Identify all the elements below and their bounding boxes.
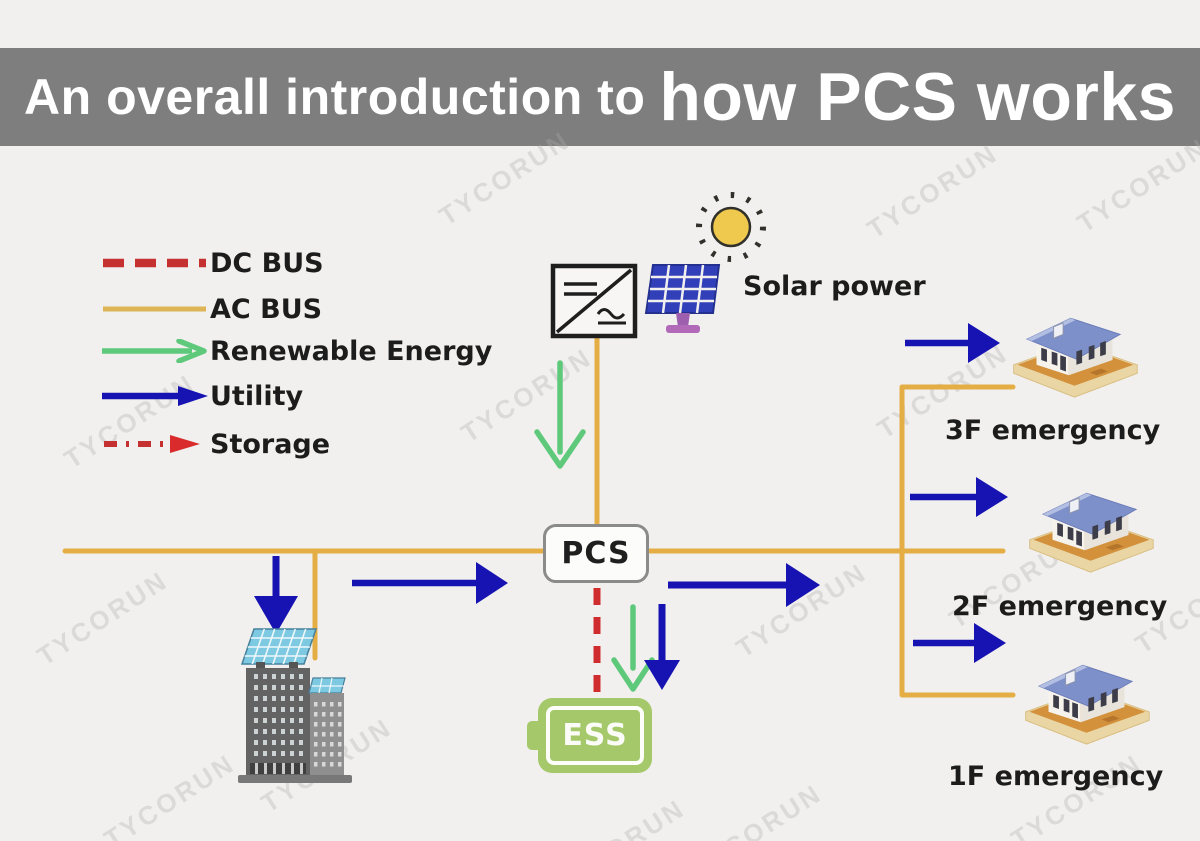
battery-inner-frame: ESS [546, 706, 644, 765]
renewable-arrow-swatch [102, 339, 207, 363]
utility-arrow-bus-right [668, 563, 820, 607]
utility-arrow-to-2f [910, 477, 1008, 517]
utility-arrow-to-1f [913, 623, 1006, 663]
legend-label-renewable: Renewable Energy [210, 335, 493, 367]
battery-terminal [527, 721, 539, 750]
renewable-arrow-to-ess [611, 604, 655, 692]
ess-battery-icon: ESS [527, 698, 652, 773]
solar-power-label: Solar power [743, 271, 926, 302]
renewable-arrow-inverter-to-pcs [534, 360, 586, 469]
header-title-emphasis: how PCS works [659, 59, 1176, 135]
sun-icon [696, 192, 766, 262]
legend-item-utility: Utility [100, 380, 304, 412]
pcs-node: PCS [543, 524, 649, 583]
house-1f-label: 1F emergency [948, 761, 1164, 792]
house-3f-label: 3F emergency [945, 415, 1161, 446]
utility-arrow-bus-left [352, 562, 508, 604]
house-2f-label: 2F emergency [952, 591, 1168, 622]
solar-panel-icon [644, 264, 721, 333]
inverter-icon [550, 263, 638, 339]
header-title-prefix: An overall introduction to [24, 69, 646, 125]
legend-item-ac-bus: AC BUS [100, 293, 323, 325]
utility-arrow-swatch [102, 386, 208, 406]
utility-arrow-to-ess [644, 604, 680, 690]
storage-arrow-swatch [104, 435, 200, 453]
house-3f-icon [1013, 317, 1138, 398]
legend-label-dc-bus: DC BUS [210, 247, 324, 279]
building-icon [238, 628, 352, 783]
ess-label: ESS [562, 718, 628, 753]
dc-bus-line-swatch [103, 258, 206, 268]
utility-arrow-to-building [254, 556, 298, 634]
legend-item-renewable: Renewable Energy [100, 335, 493, 367]
pcs-label: PCS [561, 536, 631, 571]
utility-arrows [254, 323, 1008, 690]
ac-bus-lines [62, 333, 1016, 698]
legend-label-ac-bus: AC BUS [210, 293, 323, 325]
house-2f-icon [1029, 492, 1154, 573]
legend-label-storage: Storage [210, 428, 331, 460]
house-1f-icon [1025, 664, 1150, 745]
header-banner: An overall introduction to how PCS works [0, 48, 1200, 146]
building-base [238, 775, 352, 783]
legend-item-storage: Storage [100, 428, 331, 460]
legend-label-utility: Utility [210, 380, 304, 412]
legend-item-dc-bus: DC BUS [100, 247, 324, 279]
ac-bus-line-swatch [103, 306, 206, 312]
renewable-arrows [534, 360, 655, 692]
utility-arrow-to-3f [905, 323, 1000, 363]
